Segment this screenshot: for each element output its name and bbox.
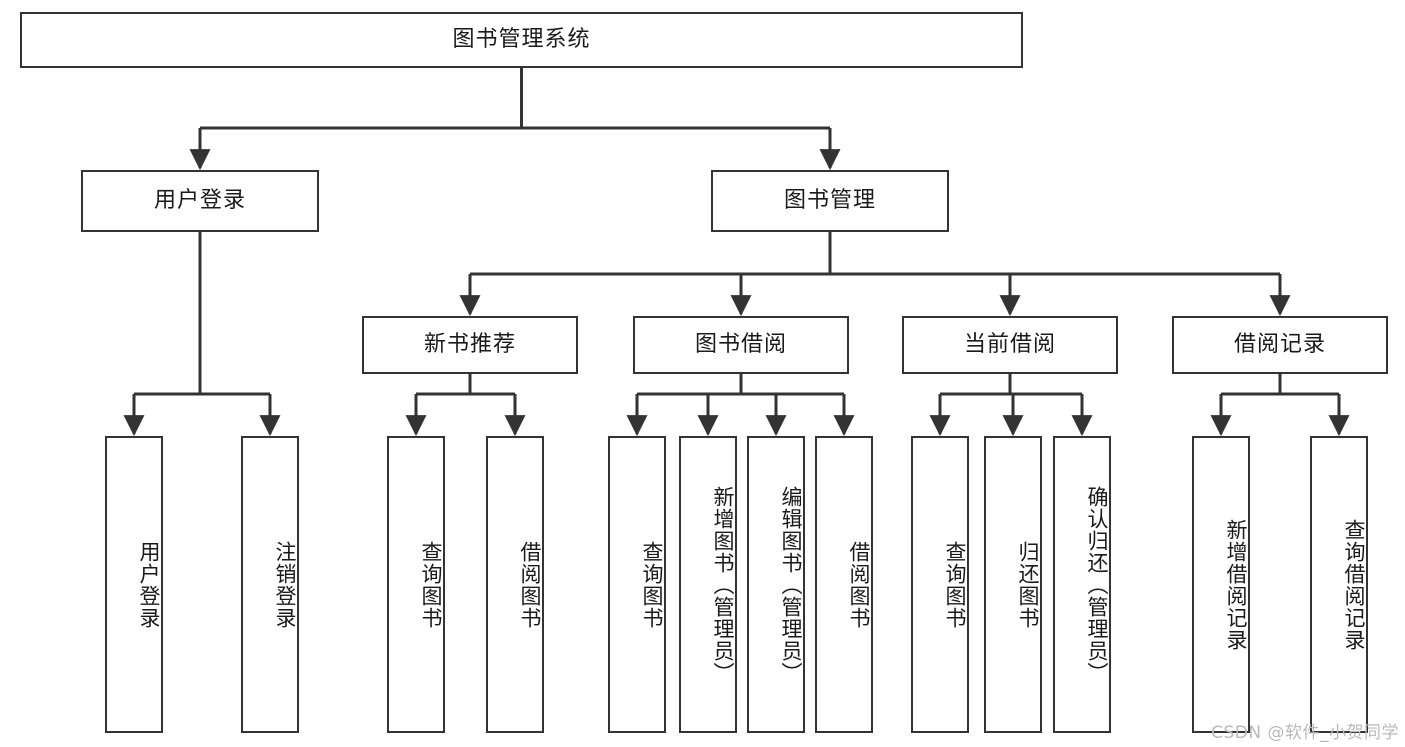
node-leaf_bb_add[interactable]: 新增图书（管理员）	[679, 436, 737, 733]
node-label: 查询图书	[419, 540, 443, 629]
node-label: 查询借阅记录	[1342, 518, 1366, 651]
node-label: 编辑图书（管理员）	[779, 485, 803, 684]
node-current_borrow[interactable]: 当前借阅	[902, 316, 1118, 374]
node-label: 借阅记录	[1233, 331, 1326, 357]
node-leaf_cb_confirm[interactable]: 确认归还（管理员）	[1053, 436, 1111, 733]
node-label: 新书推荐	[423, 331, 516, 357]
node-leaf_nb_query[interactable]: 查询图书	[387, 436, 445, 733]
node-leaf_bb_edit[interactable]: 编辑图书（管理员）	[747, 436, 805, 733]
node-book_manage[interactable]: 图书管理	[711, 170, 949, 232]
node-leaf_cb_query[interactable]: 查询图书	[911, 436, 969, 733]
node-leaf_user_login[interactable]: 用户登录	[105, 436, 163, 733]
watermark-text: CSDN @软件_小贺同学	[1211, 723, 1399, 743]
node-label: 用户登录	[137, 540, 161, 629]
node-label: 图书管理	[783, 187, 876, 213]
node-label: 新增图书（管理员）	[711, 485, 735, 684]
node-label: 用户登录	[153, 187, 246, 213]
node-borrow_record[interactable]: 借阅记录	[1172, 316, 1388, 374]
node-leaf_cb_return[interactable]: 归还图书	[984, 436, 1042, 733]
node-new_books[interactable]: 新书推荐	[362, 316, 578, 374]
node-leaf_bb_borrow[interactable]: 借阅图书	[815, 436, 873, 733]
node-leaf_br_query[interactable]: 查询借阅记录	[1310, 436, 1368, 733]
node-label: 注销登录	[273, 540, 297, 629]
node-label: 查询图书	[640, 540, 664, 629]
node-label: 归还图书	[1016, 540, 1040, 629]
node-leaf_br_add[interactable]: 新增借阅记录	[1192, 436, 1250, 733]
node-user_login[interactable]: 用户登录	[81, 170, 319, 232]
node-leaf_bb_query[interactable]: 查询图书	[608, 436, 666, 733]
node-label: 图书管理系统	[452, 26, 591, 52]
node-label: 借阅图书	[518, 540, 542, 629]
node-label: 图书借阅	[694, 331, 787, 357]
node-book_borrow[interactable]: 图书借阅	[633, 316, 849, 374]
node-label: 借阅图书	[847, 540, 871, 629]
node-label: 当前借阅	[963, 331, 1056, 357]
node-root[interactable]: 图书管理系统	[20, 12, 1023, 68]
node-label: 查询图书	[943, 540, 967, 629]
node-label: 新增借阅记录	[1224, 518, 1248, 651]
node-leaf_logout[interactable]: 注销登录	[241, 436, 299, 733]
node-leaf_nb_borrow[interactable]: 借阅图书	[486, 436, 544, 733]
node-label: 确认归还（管理员）	[1085, 485, 1109, 684]
